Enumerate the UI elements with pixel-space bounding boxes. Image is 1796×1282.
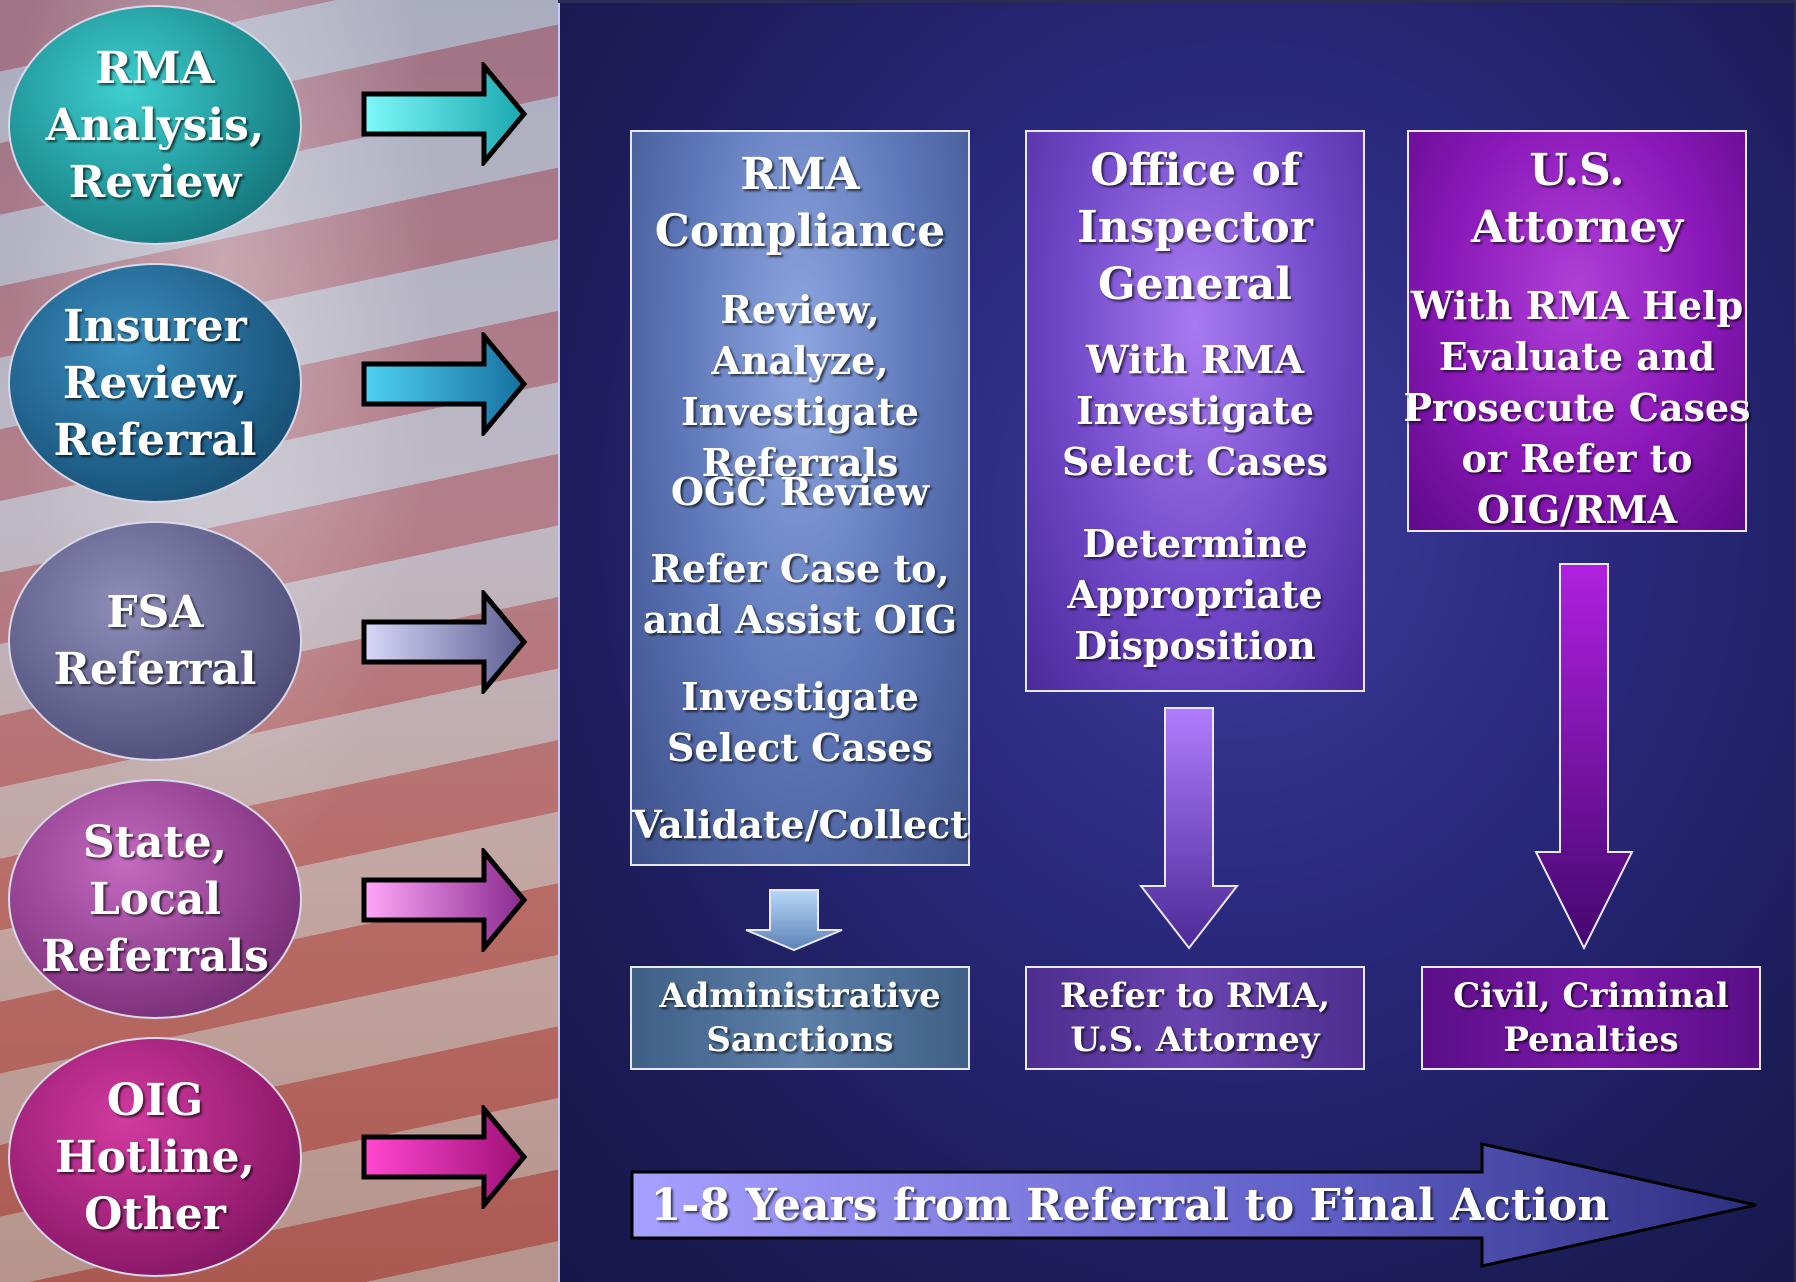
source-arrow-4: [361, 848, 528, 952]
rma-down-arrow: [745, 889, 843, 952]
oig-heading: Office of Inspector General: [1077, 145, 1313, 310]
us-attorney-step: With RMA Help Evaluate and Prosecute Cas…: [1403, 283, 1751, 532]
oig-step-investigate: With RMA Investigate Select Cases: [1062, 337, 1328, 484]
outcome-refer-rma-attorney: Refer to RMA, U.S. Attorney: [1025, 966, 1365, 1070]
us-attorney-down-arrow: [1534, 563, 1634, 950]
rma-step-investigate: Investigate Select Cases: [667, 674, 933, 770]
oig-down-arrow: [1138, 707, 1240, 950]
source-arrow-2: [361, 332, 528, 436]
us-attorney-box: U.S. Attorney With RMA Help Evaluate and…: [1403, 130, 1751, 532]
rma-step-refer: Refer Case to, and Assist OIG: [642, 546, 958, 642]
rma-compliance-heading: RMA Compliance: [654, 149, 946, 257]
rma-step-validate: Validate/Collect: [632, 802, 968, 847]
outcome-administrative-sanctions: Administrative Sanctions: [630, 966, 970, 1070]
source-arrow-5: [361, 1105, 528, 1209]
source-fsa-referral: FSA Referral: [8, 521, 302, 761]
source-oig-hotline: OIG Hotline, Other: [8, 1037, 302, 1277]
rma-compliance-box: RMA Compliance Review, Analyze, Investig…: [630, 130, 970, 866]
us-attorney-heading: U.S. Attorney: [1470, 145, 1684, 253]
oig-step-disposition: Determine Appropriate Disposition: [1067, 521, 1323, 668]
timeline-label: 1-8 Years from Referral to Final Action: [650, 1179, 1610, 1231]
source-arrow-3: [361, 590, 528, 694]
rma-step-ogc: OGC Review: [670, 469, 930, 514]
source-state-local-referrals: State, Local Referrals: [8, 779, 302, 1019]
source-arrow-1: [361, 62, 528, 166]
rma-step-review: Review, Analyze, Investigate Referrals: [681, 287, 919, 485]
source-insurer-review: Insurer Review, Referral: [8, 263, 302, 503]
source-rma-analysis: RMA Analysis, Review: [8, 5, 302, 245]
oig-box: Office of Inspector General With RMA Inv…: [1025, 130, 1365, 692]
outcome-civil-criminal-penalties: Civil, Criminal Penalties: [1421, 966, 1761, 1070]
timeline-arrow: [630, 1142, 1757, 1268]
